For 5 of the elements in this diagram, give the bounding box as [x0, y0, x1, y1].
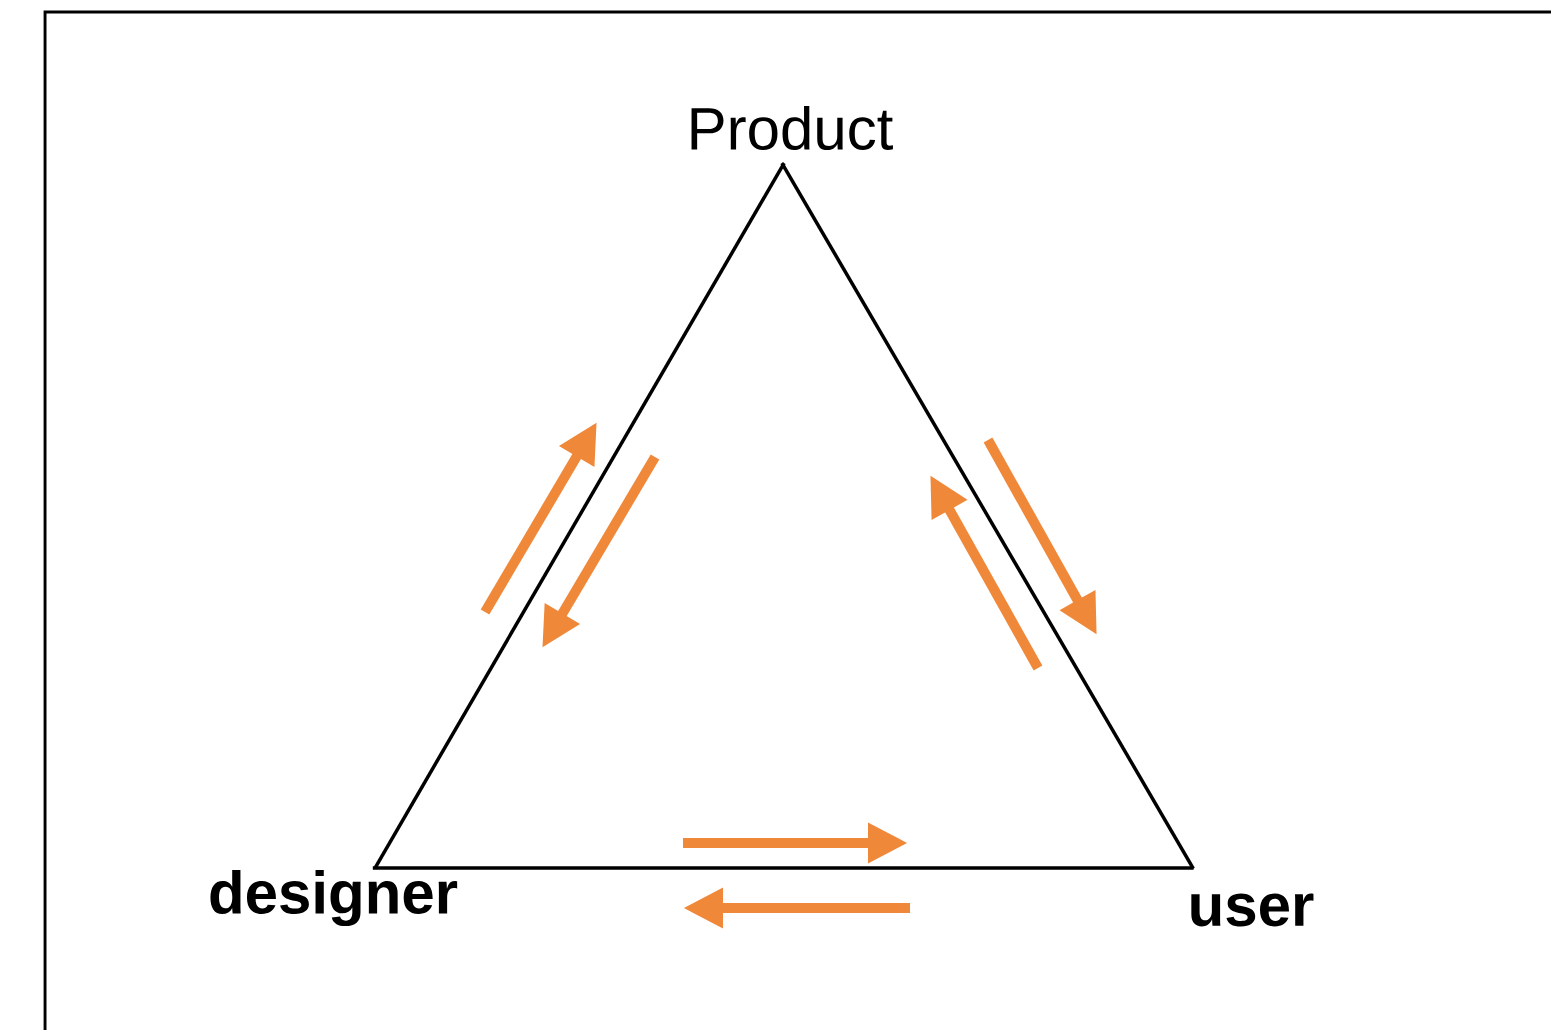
- vertex-label: user: [1191, 893, 1314, 927]
- triangle-side: [372, 866, 1194, 870]
- vertex-label: Product: [691, 105, 893, 150]
- vertex-label: designer: [210, 869, 458, 927]
- triangle-side: [780, 162, 1195, 870]
